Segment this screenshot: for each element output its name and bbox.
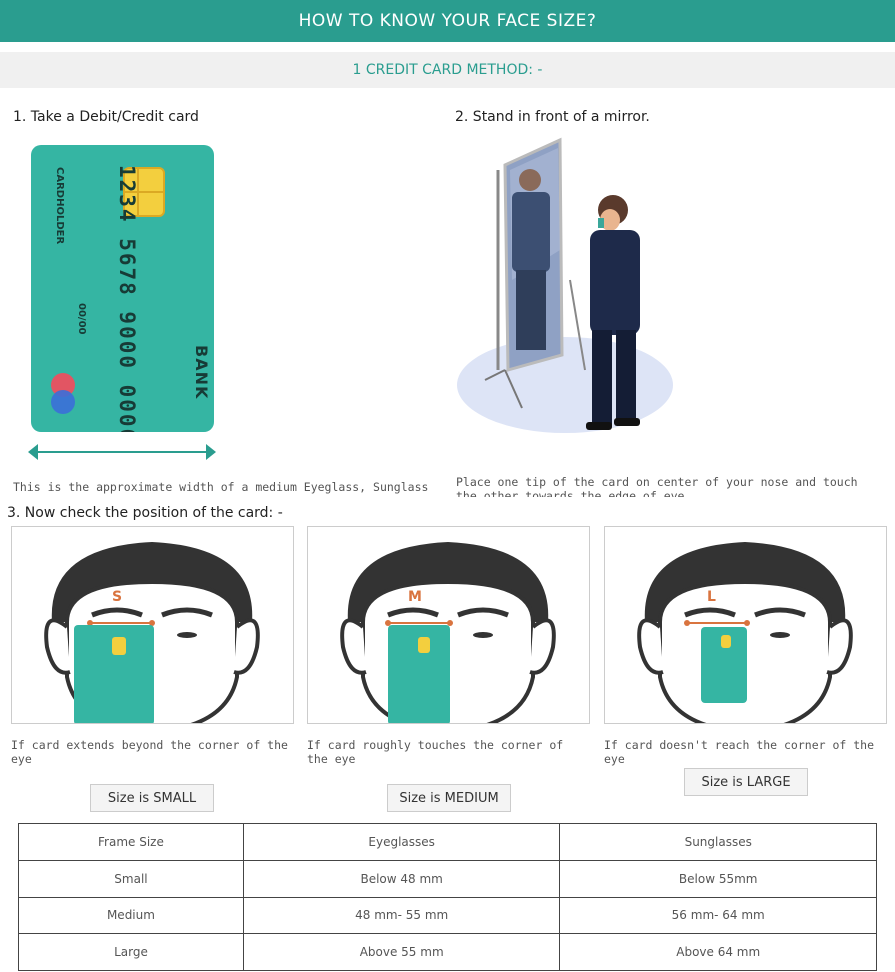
face-card-medium: M — [307, 526, 590, 724]
card-number: 1234 5678 9000 0000 — [115, 165, 139, 432]
step1-title: 1. Take a Debit/Credit card — [13, 109, 199, 125]
case-small-caption: If card extends beyond the corner of the… — [11, 738, 288, 766]
card-valid: 00/00 — [76, 303, 87, 335]
table-cell: Small — [18, 859, 244, 898]
table-cell: Medium — [18, 896, 244, 935]
face-card-small: S — [11, 526, 294, 724]
card-logo-icon-secondary — [51, 390, 75, 414]
arrow-right-icon — [206, 444, 216, 460]
card-holder: CARDHOLDER — [54, 167, 65, 245]
frame-size-table: Frame Size Eyeglasses Sunglasses Small B… — [18, 823, 877, 971]
table-cell: Large — [18, 933, 244, 971]
page-header: HOW TO KNOW YOUR FACE SIZE? — [0, 0, 895, 42]
size-small-button[interactable]: Size is SMALL — [90, 784, 214, 812]
width-arrow — [33, 451, 211, 453]
face-card-large: L — [604, 526, 887, 724]
table-cell: Above 64 mm — [559, 933, 877, 971]
table-header-row: Frame Size Eyeglasses Sunglasses — [18, 823, 877, 861]
table-cell: Above 55 mm — [242, 933, 561, 971]
step2-caption: Place one tip of the card on center of y… — [456, 475, 858, 497]
table-row: Small Below 48 mm Below 55mm — [18, 859, 877, 898]
size-large-button[interactable]: Size is LARGE — [684, 768, 808, 796]
size-letter: S — [112, 589, 123, 605]
table-header-cell: Sunglasses — [559, 823, 877, 861]
method-bar: 1 CREDIT CARD METHOD: - — [0, 52, 895, 88]
page-title: HOW TO KNOW YOUR FACE SIZE? — [298, 11, 597, 31]
table-cell: 48 mm- 55 mm — [242, 896, 561, 935]
mirror-illustration — [457, 137, 673, 433]
method-title: 1 CREDIT CARD METHOD: - — [352, 62, 543, 78]
size-letter: L — [707, 589, 716, 605]
chip-icon — [123, 167, 165, 217]
arrow-left-icon — [28, 444, 38, 460]
case-large-caption: If card doesn't reach the corner of the … — [604, 738, 875, 766]
table-cell: Below 48 mm — [242, 859, 561, 898]
step3-title: 3. Now check the position of the card: - — [7, 505, 283, 521]
table-row: Medium 48 mm- 55 mm 56 mm- 64 mm — [18, 896, 877, 935]
table-row: Large Above 55 mm Above 64 mm — [18, 933, 877, 971]
card-bank: BANK — [192, 345, 211, 400]
size-medium-button[interactable]: Size is MEDIUM — [387, 784, 511, 812]
case-medium-caption: If card roughly touches the corner of th… — [307, 738, 564, 766]
step1-caption: This is the approximate width of a mediu… — [13, 480, 429, 494]
size-letter: M — [408, 589, 422, 605]
table-header-cell: Eyeglasses — [242, 823, 561, 861]
step2-title: 2. Stand in front of a mirror. — [455, 109, 650, 125]
credit-card-illustration: 1234 5678 9000 0000 CARDHOLDER 00/00 BAN… — [31, 145, 214, 432]
table-cell: 56 mm- 64 mm — [559, 896, 877, 935]
table-cell: Below 55mm — [559, 859, 877, 898]
table-header-cell: Frame Size — [18, 823, 244, 861]
